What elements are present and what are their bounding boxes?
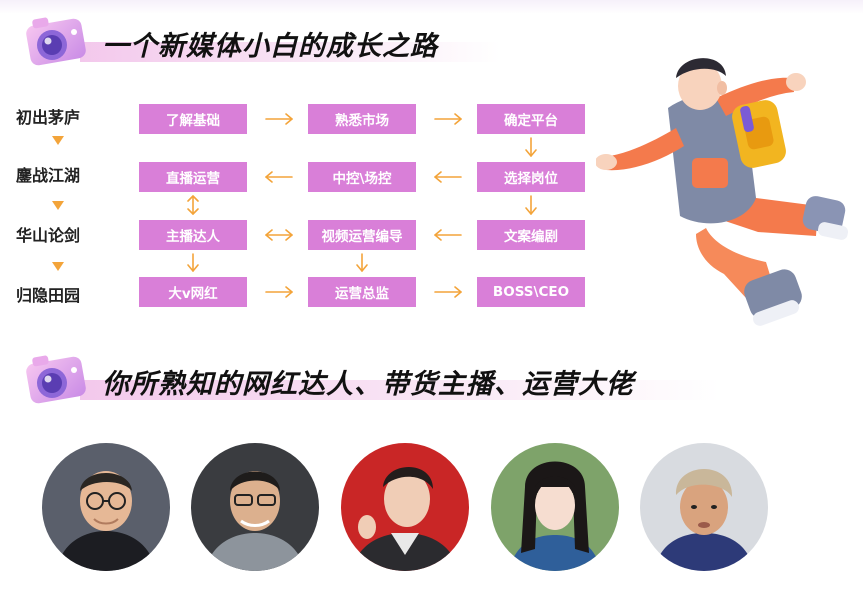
- top-glow: [0, 0, 863, 14]
- arrow-right-icon: [434, 286, 462, 298]
- box-choose-platform: 确定平台: [477, 104, 585, 134]
- box-anchor-influencer: 主播达人: [139, 220, 247, 250]
- arrow-down-icon: [525, 137, 537, 157]
- box-copywriter: 文案编剧: [477, 220, 585, 250]
- title-highlight-band: [80, 42, 500, 62]
- title-highlight-band: [80, 380, 720, 400]
- section-title: 一个新媒体小白的成长之路: [102, 31, 438, 62]
- box-big-v: 大v网红: [139, 277, 247, 307]
- down-triangle-icon: [52, 262, 64, 271]
- down-triangle-icon: [52, 136, 64, 145]
- camera-icon: [26, 355, 86, 404]
- arrow-right-icon: [265, 286, 293, 298]
- arrow-down-icon: [356, 253, 368, 272]
- stage-label-2: 鏖战江湖: [16, 166, 81, 185]
- flying-student-illustration: [596, 58, 849, 326]
- box-choose-position: 选择岗位: [477, 162, 585, 192]
- section-header-growth: 一个新媒体小白的成长之路: [22, 12, 722, 72]
- box-understand-basics: 了解基础: [139, 104, 247, 134]
- arrow-updown-icon: [187, 195, 199, 215]
- box-ops-director: 运营总监: [308, 277, 416, 307]
- stage-label-4: 归隐田园: [16, 286, 81, 305]
- arrow-right-icon: [265, 113, 293, 125]
- arrow-down-icon: [525, 195, 537, 215]
- arrow-right-icon: [434, 113, 462, 125]
- arrow-left-icon: [434, 229, 462, 241]
- box-video-editor: 视频运营编导: [308, 220, 416, 250]
- section-title: 你所熟知的网红达人、带货主播、运营大佬: [102, 369, 634, 400]
- camera-icon: [26, 17, 86, 66]
- arrow-left-icon: [265, 171, 293, 183]
- stage-label-1: 初出茅庐: [16, 108, 81, 127]
- box-live-operations: 直播运营: [139, 162, 247, 192]
- avatar-person-4: [491, 443, 619, 571]
- box-know-market: 熟悉市场: [308, 104, 416, 134]
- arrow-left-icon: [434, 171, 462, 183]
- arrow-down-icon: [187, 253, 199, 272]
- avatar-person-5: [640, 443, 768, 571]
- avatar-person-1: [42, 443, 170, 571]
- avatar-person-3: [341, 443, 469, 571]
- arrow-leftright-icon: [265, 229, 293, 241]
- stage-label-3: 华山论剑: [16, 226, 81, 245]
- box-boss-ceo: BOSS\CEO: [477, 277, 585, 307]
- down-triangle-icon: [52, 201, 64, 210]
- box-control-room: 中控\场控: [308, 162, 416, 192]
- section-header-influencers: 你所熟知的网红达人、带货主播、运营大佬: [22, 350, 722, 410]
- avatar-person-2: [191, 443, 319, 571]
